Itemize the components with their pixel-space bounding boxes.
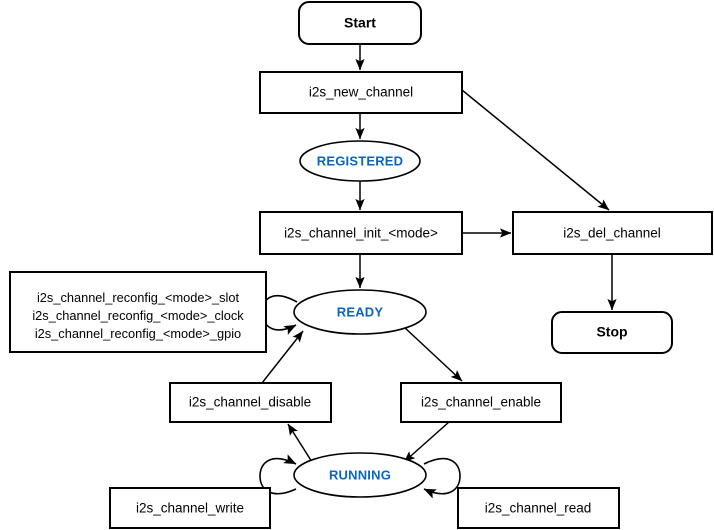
i2s-del-channel-box[interactable] [512, 211, 713, 255]
i2s-channel-disable-label: i2s_channel_disable [189, 395, 311, 410]
stop-label: Stop [596, 324, 627, 340]
i2s-channel-reconfig-line-slot: i2s_channel_reconfig_<mode>_slot [37, 290, 239, 305]
node-i2s-new-channel[interactable]: i2s_new_channel [259, 71, 463, 114]
i2s-new-channel-label: i2s_new_channel [309, 85, 413, 100]
i2s-channel-reconfig-box[interactable] [9, 271, 267, 353]
node-i2s-channel-disable[interactable]: i2s_channel_disable [169, 382, 332, 423]
edge-new-channel-to-del-channel [461, 89, 610, 211]
i2s-channel-reconfig-line-clock: i2s_channel_reconfig_<mode>_clock [32, 308, 244, 323]
running-ellipse[interactable] [293, 452, 427, 498]
i2s-channel-read-label: i2s_channel_read [485, 501, 592, 516]
edge-ready-self-loop [261, 295, 298, 335]
edges-layer [259, 44, 617, 499]
i2s-channel-reconfig-line-gpio: i2s_channel_reconfig_<mode>_gpio [35, 326, 241, 341]
edge-running-self-loop-left [259, 454, 297, 495]
ready-ellipse[interactable] [293, 289, 427, 335]
running-label: RUNNING [329, 467, 391, 482]
stop-box[interactable] [551, 311, 673, 354]
start-label: Start [344, 15, 376, 31]
node-stop[interactable]: Stop [551, 311, 673, 354]
i2s-new-channel-box[interactable] [259, 71, 463, 114]
edge-channel-enable-to-running [403, 421, 450, 463]
i2s-channel-init-box[interactable] [259, 211, 463, 255]
node-i2s-channel-write[interactable]: i2s_channel_write [109, 487, 271, 529]
state-ready[interactable]: READY [293, 289, 427, 335]
node-i2s-channel-reconfig[interactable]: i2s_channel_reconfig_<mode>_slot i2s_cha… [9, 271, 267, 353]
i2s-del-channel-label: i2s_del_channel [563, 226, 661, 241]
i2s-channel-enable-box[interactable] [400, 382, 562, 423]
registered-label: REGISTERED [317, 153, 404, 168]
edge-running-self-loop-right [423, 458, 461, 499]
node-i2s-channel-enable[interactable]: i2s_channel_enable [400, 382, 562, 423]
i2s-channel-disable-box[interactable] [169, 382, 332, 423]
registered-ellipse[interactable] [299, 140, 421, 182]
i2s-channel-read-box[interactable] [457, 487, 620, 529]
node-start[interactable]: Start [298, 1, 422, 45]
node-i2s-channel-init[interactable]: i2s_channel_init_<mode> [259, 211, 463, 255]
node-i2s-del-channel[interactable]: i2s_del_channel [512, 211, 713, 255]
edge-channel-disable-to-ready [261, 330, 304, 384]
start-box[interactable] [298, 1, 422, 45]
i2s-channel-enable-label: i2s_channel_enable [421, 395, 541, 410]
ready-label: READY [337, 304, 384, 319]
i2s-channel-init-label: i2s_channel_init_<mode> [284, 226, 438, 241]
edge-running-to-channel-disable [287, 423, 313, 463]
state-registered[interactable]: REGISTERED [299, 140, 421, 182]
i2s-channel-write-box[interactable] [109, 487, 271, 529]
edge-ready-to-channel-enable [403, 326, 463, 382]
node-i2s-channel-read[interactable]: i2s_channel_read [457, 487, 620, 529]
i2s-channel-write-label: i2s_channel_write [136, 501, 244, 516]
state-running[interactable]: RUNNING [293, 452, 427, 498]
